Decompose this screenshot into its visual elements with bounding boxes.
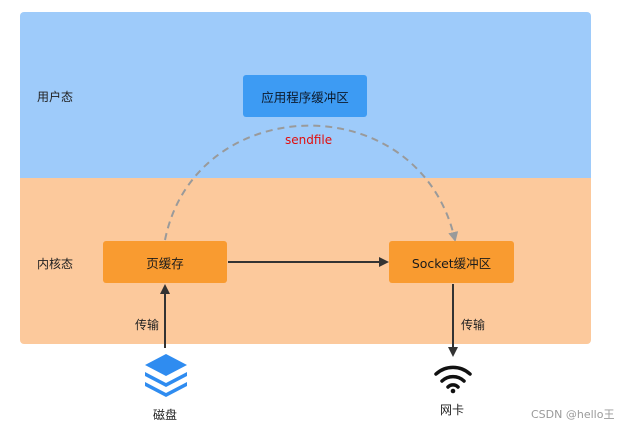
transfer-label-left: 传输 — [135, 318, 160, 332]
disk-label: 磁盘 — [153, 408, 178, 422]
watermark: CSDN @hello王 — [531, 408, 615, 421]
layers-icon — [145, 354, 187, 397]
transfer-label-right: 传输 — [461, 318, 486, 332]
page-cache-box: 页缓存 — [103, 241, 227, 283]
nic-label: 网卡 — [440, 403, 465, 417]
user-space-label: 用户态 — [37, 90, 74, 104]
app-buffer-box: 应用程序缓冲区 — [243, 75, 367, 117]
socket-buffer-box: Socket缓冲区 — [389, 241, 514, 283]
wifi-icon — [434, 365, 472, 394]
kernel-space-label: 内核态 — [37, 257, 74, 271]
sendfile-dashed-arrow — [164, 124, 459, 242]
sendfile-label: sendfile — [285, 133, 333, 147]
